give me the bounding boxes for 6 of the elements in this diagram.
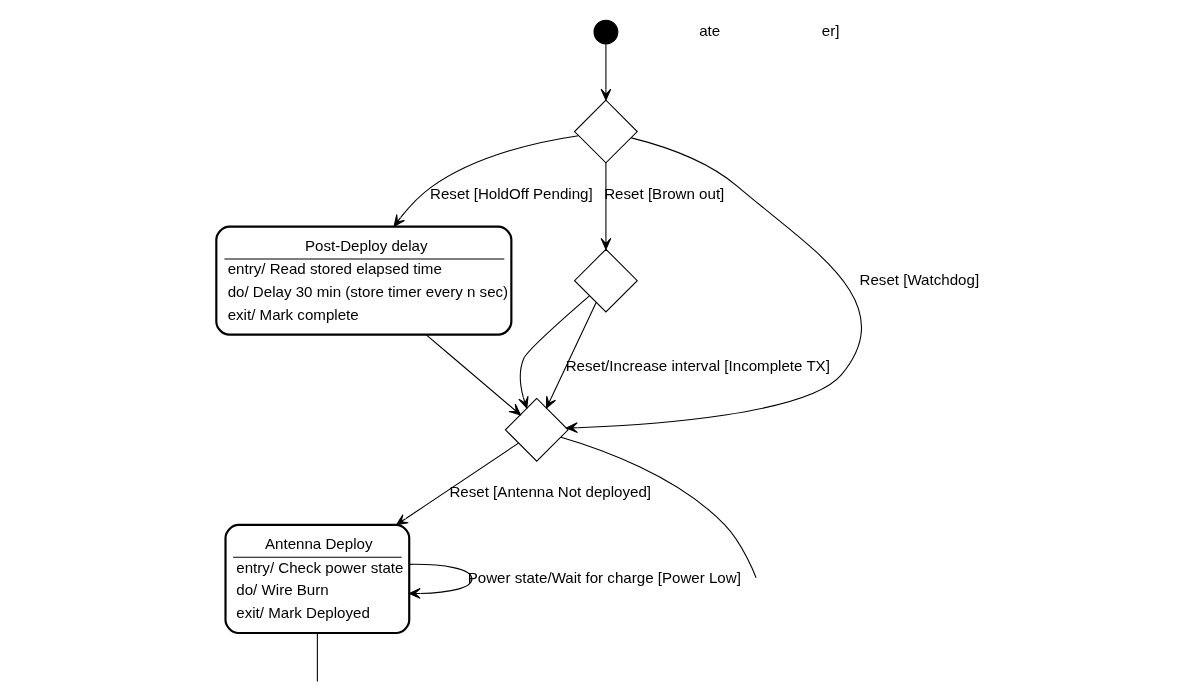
label: er] (821, 22, 840, 40)
edge-label: Reset/Increase interval [Incomplete TX] (565, 356, 830, 374)
edge-label: Reset [Watchdog] (859, 270, 979, 288)
edge-label: Reset [HoldOff Pending] (429, 184, 593, 202)
label: ate (698, 22, 720, 40)
edge-label: Reset [Antenna Not deployed] (448, 483, 651, 500)
